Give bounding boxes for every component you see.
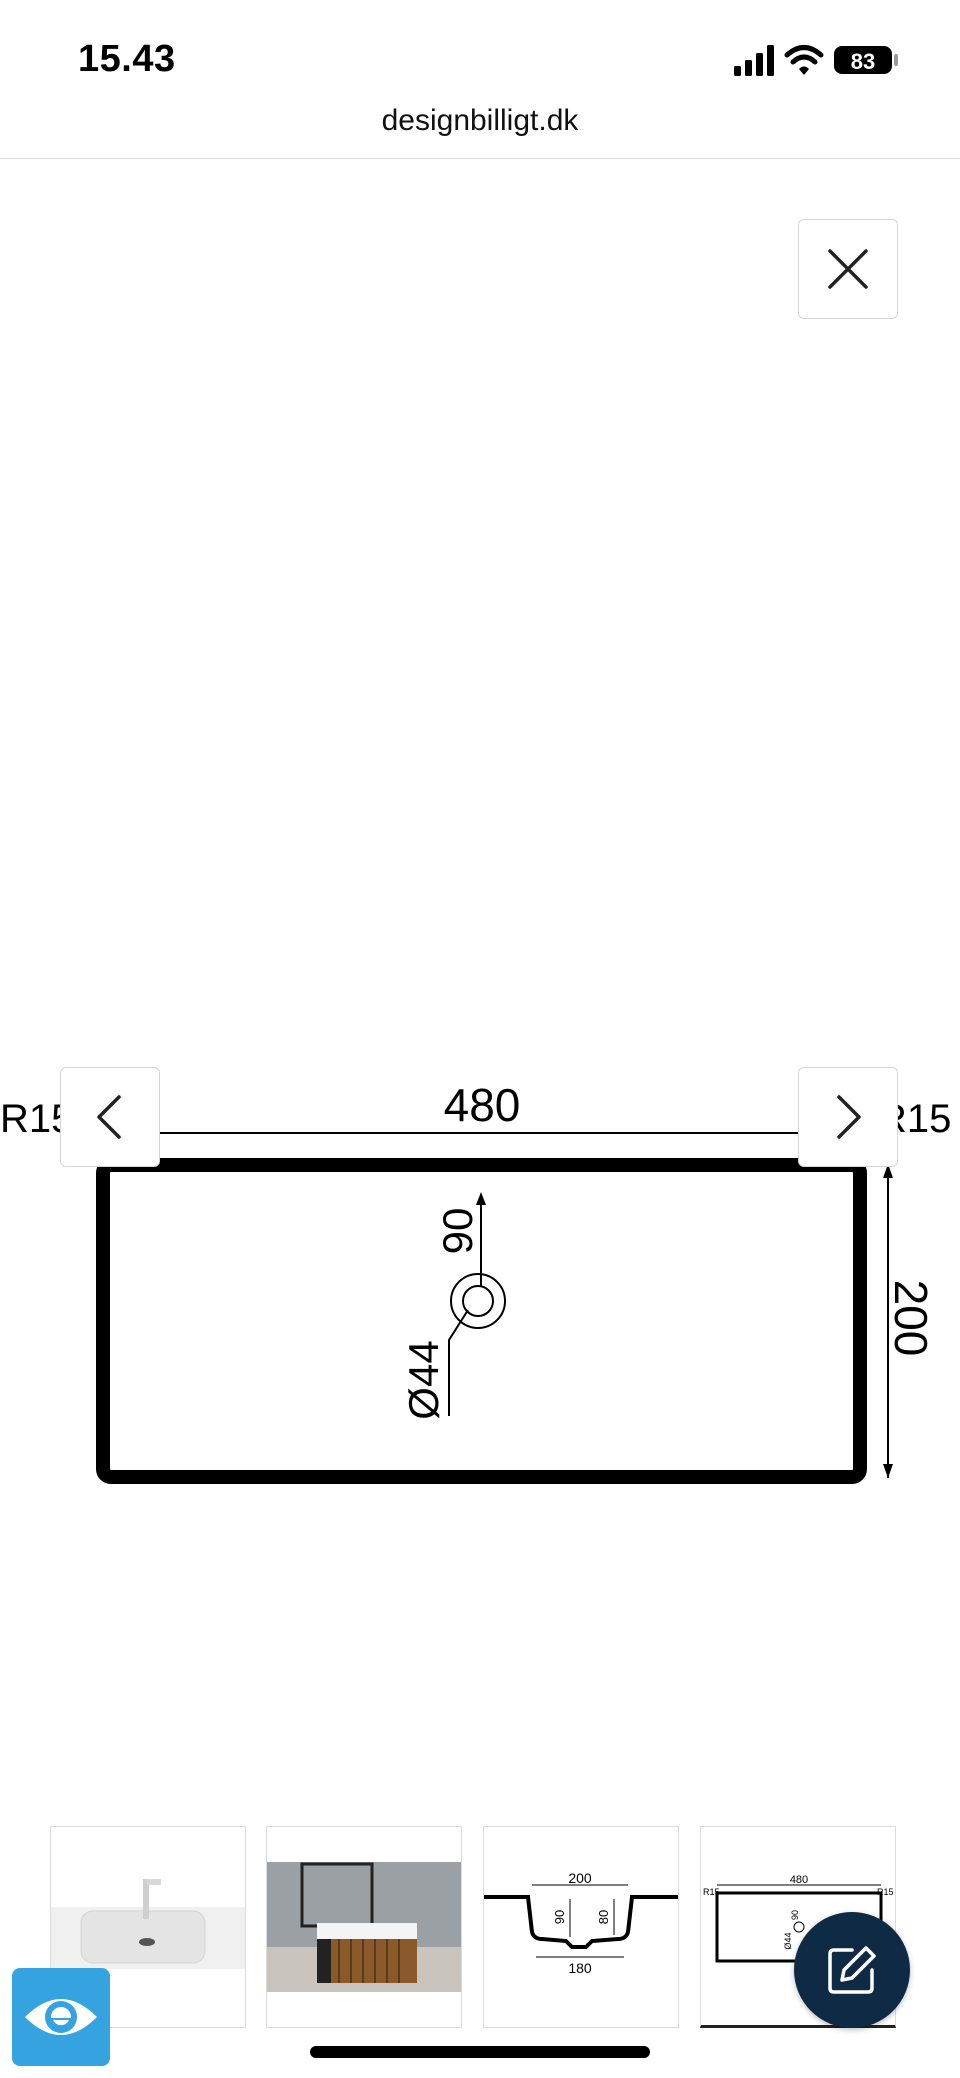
edit-button[interactable] <box>794 1912 910 2028</box>
hole-diameter-label: Ø44 <box>400 1340 447 1419</box>
chevron-left-icon <box>97 1095 121 1139</box>
accessibility-eye-button[interactable] <box>12 1968 110 2066</box>
close-button[interactable] <box>798 219 898 319</box>
thumb-width-label: 480 <box>790 1874 808 1886</box>
height-label: 200 <box>885 1280 937 1357</box>
home-indicator[interactable] <box>310 2046 650 2058</box>
thumb-hole-offset-label: 90 <box>790 1910 800 1920</box>
drain-hole-inner <box>462 1285 494 1317</box>
eye-icon <box>25 1999 97 2035</box>
thumb-radius-right-label: R15 <box>877 1887 894 1897</box>
battery-icon: 83 <box>834 46 898 74</box>
thumbnail-side-profile-drawing[interactable]: 200 90 80 180 <box>483 1826 679 2028</box>
cellular-signal-icon <box>734 45 774 76</box>
thumb-hole-diameter-label: Ø44 <box>783 1932 793 1949</box>
chevron-right-icon <box>837 1095 861 1139</box>
width-label: 480 <box>444 1079 521 1131</box>
image-viewer: 480 R15 R15 200 90 Ø44 <box>0 159 960 1819</box>
next-image-button[interactable] <box>798 1067 898 1167</box>
thumb-depth-left-label: 90 <box>552 1910 567 1924</box>
status-time: 15.43 <box>78 38 176 80</box>
hole-offset-label: 90 <box>434 1208 481 1255</box>
drain-hole-outer <box>450 1273 506 1329</box>
thumb-radius-left-label: R15 <box>703 1887 720 1897</box>
thumb-bottom-label: 180 <box>568 1960 592 1976</box>
close-icon <box>828 249 868 289</box>
wifi-icon <box>784 45 824 75</box>
status-bar: 15.43 83 <box>0 0 960 100</box>
basin-outline <box>96 1158 867 1484</box>
battery-level: 83 <box>851 49 875 74</box>
sink-top-view-drawing: 480 R15 R15 200 90 Ø44 <box>0 1079 951 1484</box>
thumb-depth-right-label: 80 <box>596 1910 611 1924</box>
status-icons: 83 <box>732 42 912 78</box>
previous-image-button[interactable] <box>60 1067 160 1167</box>
hole-diameter-leader <box>448 1309 469 1416</box>
thumbnail-vanity-room-photo[interactable] <box>266 1826 462 2028</box>
url-text: designbilligt.dk <box>381 104 579 137</box>
edit-icon <box>828 1946 876 1994</box>
address-bar[interactable]: designbilligt.dk <box>0 100 960 159</box>
thumb-top-label: 200 <box>568 1870 592 1886</box>
